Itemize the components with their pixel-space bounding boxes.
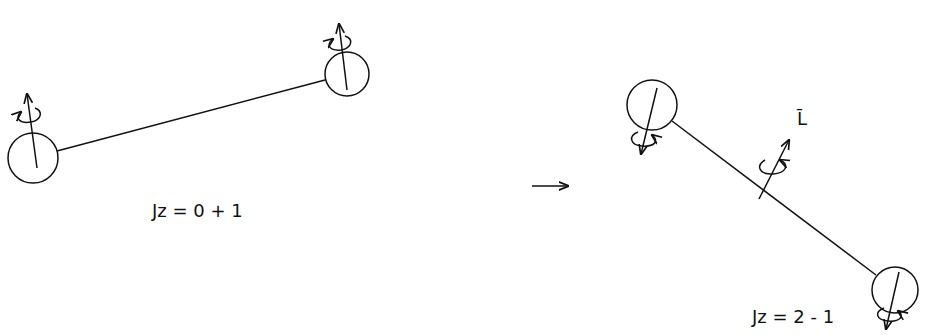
- rod: [672, 121, 876, 275]
- spin-arrow: [27, 94, 37, 168]
- spin-curl: [878, 308, 902, 321]
- rod: [57, 80, 325, 151]
- angular-momentum-arrow: [759, 140, 789, 199]
- spin-arrow: [339, 24, 347, 90]
- spin-arrow: [641, 88, 657, 154]
- spin-curl: [18, 108, 40, 122]
- vector-label: L̄: [797, 108, 807, 130]
- spin-curl: [760, 160, 786, 174]
- quantum-number-label: Jz = 2 - 1: [752, 306, 834, 328]
- transition-arrow: [532, 185, 568, 187]
- spin-curl: [329, 36, 351, 50]
- particle-circle: [627, 80, 677, 130]
- quantum-number-label: Jz = 0 + 1: [152, 200, 243, 222]
- spin-curl: [632, 132, 656, 146]
